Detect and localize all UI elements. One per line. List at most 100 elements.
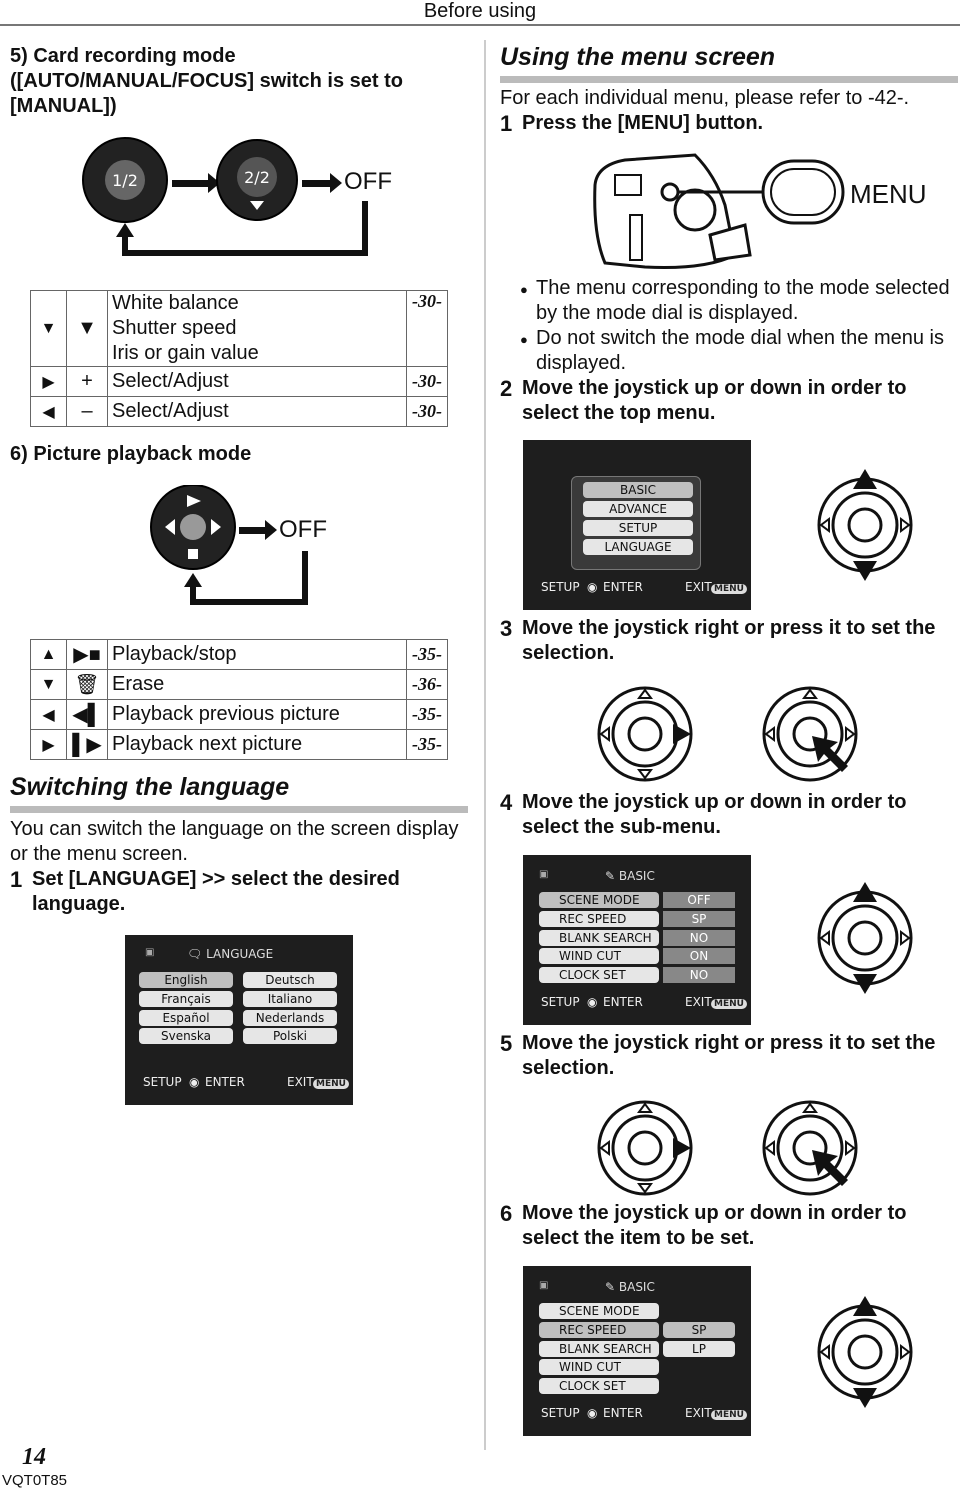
option-item[interactable]: SP [663, 1322, 735, 1338]
bullet-item: Do not switch the mode dial when the men… [520, 326, 958, 376]
off-label: OFF [279, 516, 327, 543]
arrow-right-icon [172, 173, 220, 193]
step-number: 6 [500, 1201, 513, 1226]
top-menu-item[interactable]: SETUP [583, 520, 693, 536]
sub-menu-value: ON [663, 948, 735, 964]
sub-menu-item[interactable]: BLANK SEARCH [539, 930, 659, 946]
lang-option[interactable]: Svenska [139, 1028, 233, 1044]
page-ref: -30- [406, 290, 448, 367]
mode6-dial-diagram: OFF [150, 485, 327, 605]
sub-menu-item[interactable]: CLOCK SET [539, 967, 659, 983]
exit-label: EXIT [287, 1075, 314, 1089]
bullet-item: The menu corresponding to the mode selec… [520, 276, 958, 326]
sub-menu-value: NO [663, 930, 735, 946]
language-icon: 🗨 [187, 947, 207, 961]
sub-menu-screen: ▣ ✎ BASIC SCENE MODE REC SPEED BLANK SEA… [523, 855, 751, 1025]
item-menu-item[interactable]: REC SPEED [539, 1322, 659, 1338]
lang-option[interactable]: Nederlands [243, 1010, 337, 1026]
joystick-right-icon [597, 686, 693, 782]
lang-option[interactable]: Polski [243, 1028, 337, 1044]
step-number: 4 [500, 790, 513, 815]
camcorder-diagram: MENU [593, 153, 927, 269]
exit-label: EXIT [685, 1406, 712, 1420]
setup-label: SETUP [541, 580, 580, 594]
table-cell: Select/Adjust [107, 396, 407, 427]
down-icon: ▼ [66, 290, 108, 367]
step-text: Move the joystick up or down in order to… [522, 377, 907, 424]
switch-body: You can switch the language on the scree… [10, 818, 459, 865]
enter-label: ENTER [603, 995, 643, 1009]
sub-menu-value: SP [663, 911, 735, 927]
menu-step-4: 4 Move the joystick up or down in order … [500, 790, 958, 840]
film-icon: ▣ [145, 947, 155, 958]
menu-step-2: 2 Move the joystick up or down in order … [500, 376, 958, 426]
key-left-icon: ◀ [30, 699, 67, 730]
item-menu-item[interactable]: SCENE MODE [539, 1303, 659, 1319]
lang-option[interactable]: Italiano [243, 991, 337, 1007]
menu-intro: For each individual menu, please refer t… [500, 87, 910, 109]
dial-left-label: 1/2 [112, 171, 138, 190]
film-icon: ▣ [539, 1280, 549, 1291]
joystick-updown-icon [817, 882, 913, 994]
switch-step-1: 1 Set [LANGUAGE] >> select the desired l… [10, 867, 470, 917]
model-code: VQT0T85 [2, 1472, 68, 1489]
top-menu-item[interactable]: BASIC [583, 482, 693, 498]
lang-option[interactable]: English [139, 972, 233, 988]
language-title-text: LANGUAGE [206, 947, 274, 961]
joystick-right-icon [597, 1100, 693, 1196]
item-menu-item[interactable]: BLANK SEARCH [539, 1341, 659, 1357]
enter-label: ENTER [205, 1075, 245, 1089]
top-menu-item[interactable]: ADVANCE [583, 501, 693, 517]
item-menu-title-text: BASIC [618, 1280, 655, 1294]
previous-icon: ◀▌ [66, 699, 108, 730]
top-menu-item[interactable]: LANGUAGE [583, 539, 693, 555]
step-text: Press the [MENU] button. [522, 112, 764, 134]
step-number: 1 [10, 867, 23, 892]
table-cell: White balance Shutter speed Iris or gain… [107, 290, 407, 367]
column-divider [484, 40, 486, 1450]
option-item[interactable]: LP [663, 1341, 735, 1357]
table-cell: Select/Adjust [107, 366, 407, 397]
menu-badge: MENU [711, 999, 747, 1009]
setup-label: SETUP [541, 1406, 580, 1420]
basic-icon: ✎ [605, 869, 619, 883]
next-icon: ▌▶ [66, 729, 108, 760]
page-ref: -30- [406, 396, 448, 427]
step-text: Move the joystick right or press it to s… [522, 617, 936, 664]
enter-label: ENTER [603, 1406, 643, 1420]
setup-label: SETUP [541, 995, 580, 1009]
joystick-press-icon [762, 1100, 858, 1196]
item-menu-item[interactable]: WIND CUT [539, 1359, 659, 1375]
lang-option[interactable]: Deutsch [243, 972, 337, 988]
top-menu-screen: BASIC ADVANCE SETUP LANGUAGE SETUP ◉ ENT… [523, 440, 751, 610]
lang-option[interactable]: Français [139, 991, 233, 1007]
page-header: Before using [423, 0, 537, 22]
mode6-table: ▲ ▶■ Playback/stop -35- ▼ 🗑 Erase -36- ◀… [30, 639, 448, 760]
item-menu-item[interactable]: CLOCK SET [539, 1378, 659, 1394]
item-menu-screen: ▣ ✎ BASIC SCENE MODE REC SPEED BLANK SEA… [523, 1266, 751, 1436]
bullet-list: The menu corresponding to the mode selec… [520, 276, 958, 376]
sub-menu-item[interactable]: REC SPEED [539, 911, 659, 927]
return-arrow-icon [190, 551, 308, 605]
film-icon: ▣ [539, 869, 549, 880]
enter-label: ENTER [603, 580, 643, 594]
menu-title: Using the menu screen [500, 43, 776, 71]
sub-menu-value: NO [663, 967, 735, 983]
menu-badge: MENU [711, 584, 747, 594]
sub-menu-title-text: BASIC [618, 869, 655, 883]
sub-menu-item[interactable]: SCENE MODE [539, 892, 659, 908]
sub-menu-title: ✎ BASIC [605, 869, 655, 883]
step-number: 2 [500, 376, 513, 401]
sub-menu-value: OFF [663, 892, 735, 908]
sub-menu-item[interactable]: WIND CUT [539, 948, 659, 964]
mode5-heading: 5) Card recording mode ([AUTO/MANUAL/FOC… [10, 45, 403, 117]
step-number: 5 [500, 1031, 513, 1056]
play-stop-icon: ▶■ [66, 639, 108, 670]
page-ref: -35- [406, 729, 448, 760]
page-ref: -35- [406, 699, 448, 730]
joystick-small-icon: ◉ [587, 995, 598, 1009]
joystick-updown-icon [817, 1296, 913, 1408]
lang-option[interactable]: Español [139, 1010, 233, 1026]
joystick-press-icon [762, 686, 858, 782]
menu-step-5: 5 Move the joystick right or press it to… [500, 1031, 958, 1081]
